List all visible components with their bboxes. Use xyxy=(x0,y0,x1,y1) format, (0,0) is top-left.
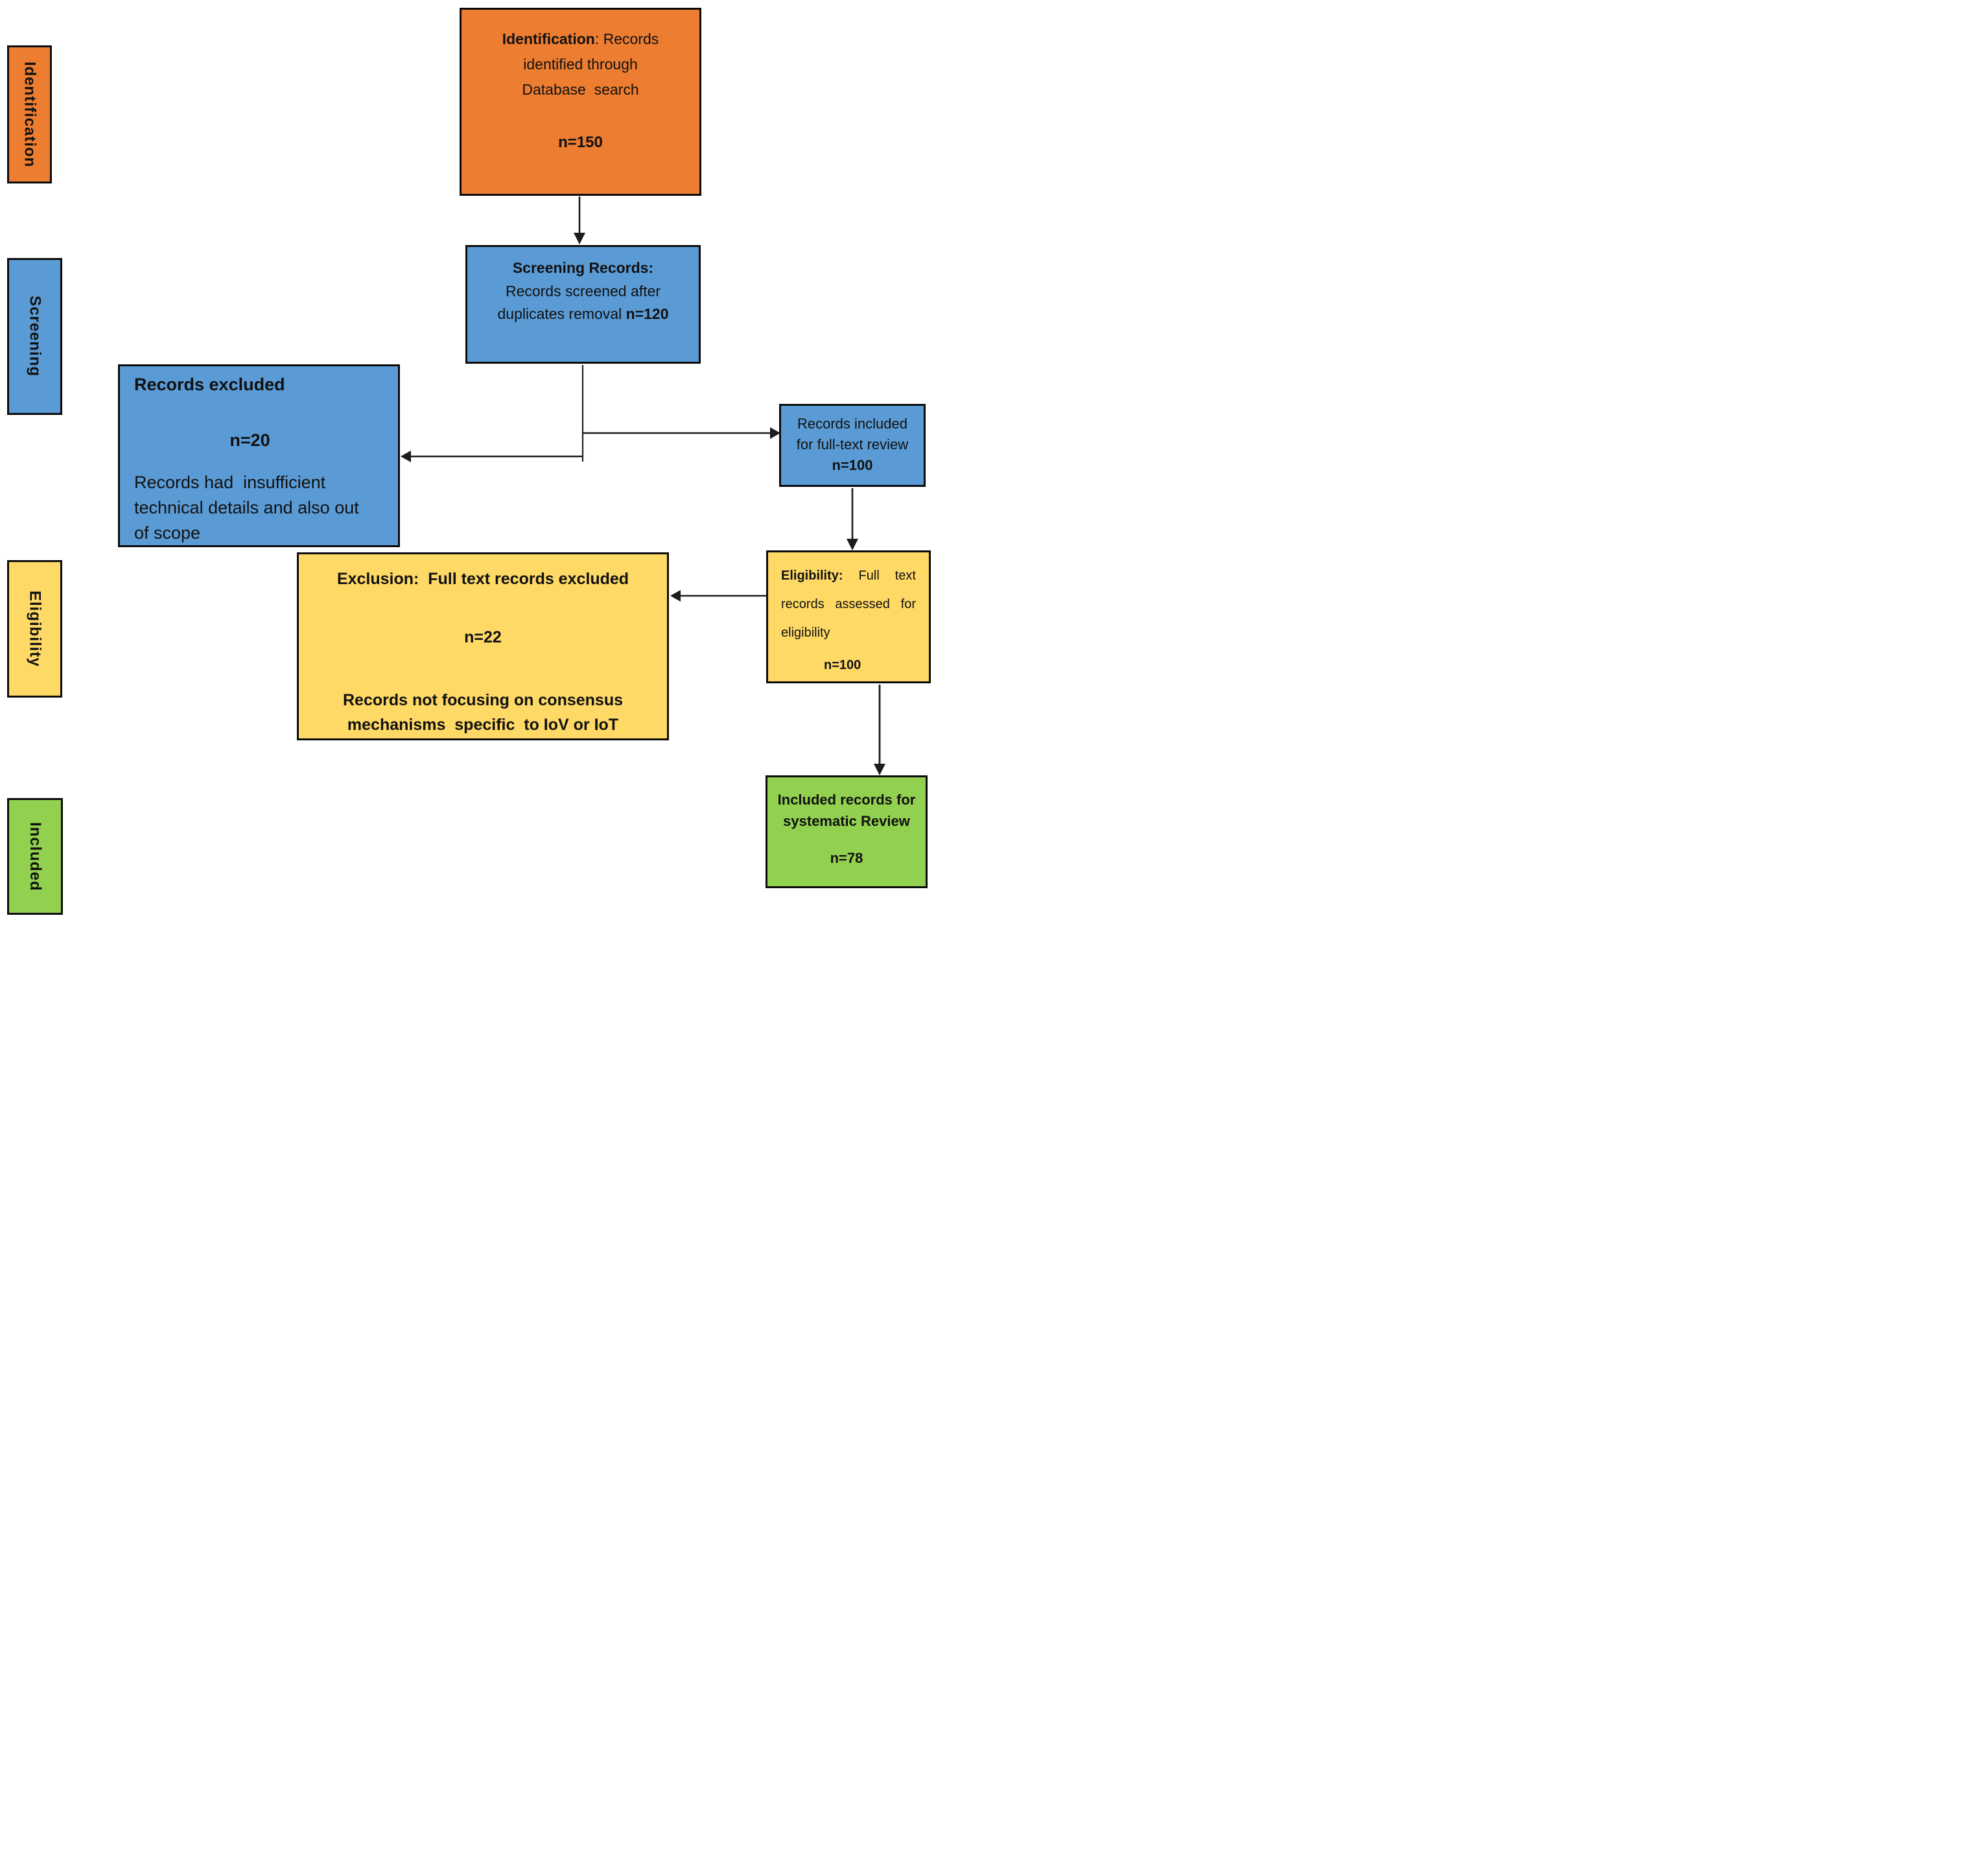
prisma-flow-diagram: Identification Screening Eligibility Inc… xyxy=(0,0,994,936)
screening-box-body: Records screened after duplicates remova… xyxy=(497,282,661,323)
records-included-text: Records included for full-text review n=… xyxy=(788,414,917,476)
arrow-eligibility-to-included xyxy=(874,685,885,775)
arrow-identification-to-screening xyxy=(574,196,585,244)
arrow-screening-to-records-included xyxy=(583,427,780,439)
screening-box-text: Screening Records: Records screened afte… xyxy=(487,257,679,326)
records-excluded-reason: Records had insufficient technical detai… xyxy=(134,472,359,543)
screening-box-title: Screening Records: xyxy=(512,259,654,276)
records-included-fulltext-box: Records included for full-text review n=… xyxy=(779,404,926,487)
arrow-screening-to-records-excluded xyxy=(401,451,583,462)
arrow-records-included-to-eligibility xyxy=(847,488,858,550)
fulltext-exclusion-box: Exclusion: Full text records excluded n=… xyxy=(297,552,669,740)
included-count: n=78 xyxy=(830,850,863,866)
identification-count: n=150 xyxy=(558,134,603,152)
records-included-body: Records included for full-text review xyxy=(796,416,909,453)
records-excluded-title: Records excluded xyxy=(134,375,285,394)
eligibility-box-body: Full text records assessed for eligibili… xyxy=(781,569,916,640)
eligibility-box-text: Eligibility: Full text records assessed … xyxy=(781,561,916,647)
eligibility-count: n=100 xyxy=(824,658,861,672)
records-excluded-box: Records excluded n=20 Records had insuff… xyxy=(118,364,400,547)
stage-label-included: Included xyxy=(7,798,63,915)
eligibility-assessment-box: Eligibility: Full text records assessed … xyxy=(766,550,931,683)
exclusion-title: Exclusion: Full text records excluded xyxy=(336,570,629,588)
screening-records-box: Screening Records: Records screened afte… xyxy=(465,245,701,364)
identification-box-text: Identification: Records identified throu… xyxy=(487,27,673,102)
records-included-count: n=100 xyxy=(832,456,873,473)
included-records-box: Included records for systematic Review n… xyxy=(766,775,928,888)
records-excluded-count: n=20 xyxy=(229,430,270,450)
stage-label-identification: Identification xyxy=(7,45,52,183)
included-box-title: Included records for systematic Review xyxy=(777,792,916,829)
identification-box-body: : Records identified through Database se… xyxy=(522,30,659,99)
eligibility-box-title: Eligibility: xyxy=(781,569,843,583)
identification-records-box: Identification: Records identified throu… xyxy=(460,8,701,196)
stage-label-screening: Screening xyxy=(7,258,62,415)
stage-label-eligibility: Eligibility xyxy=(7,560,62,698)
arrow-eligibility-to-exclusion xyxy=(670,590,766,602)
screening-count: n=120 xyxy=(626,305,669,323)
identification-box-title: Identification xyxy=(502,30,595,47)
exclusion-reason: Records not focusing on consensus mechan… xyxy=(343,691,623,734)
exclusion-count: n=22 xyxy=(464,628,502,646)
